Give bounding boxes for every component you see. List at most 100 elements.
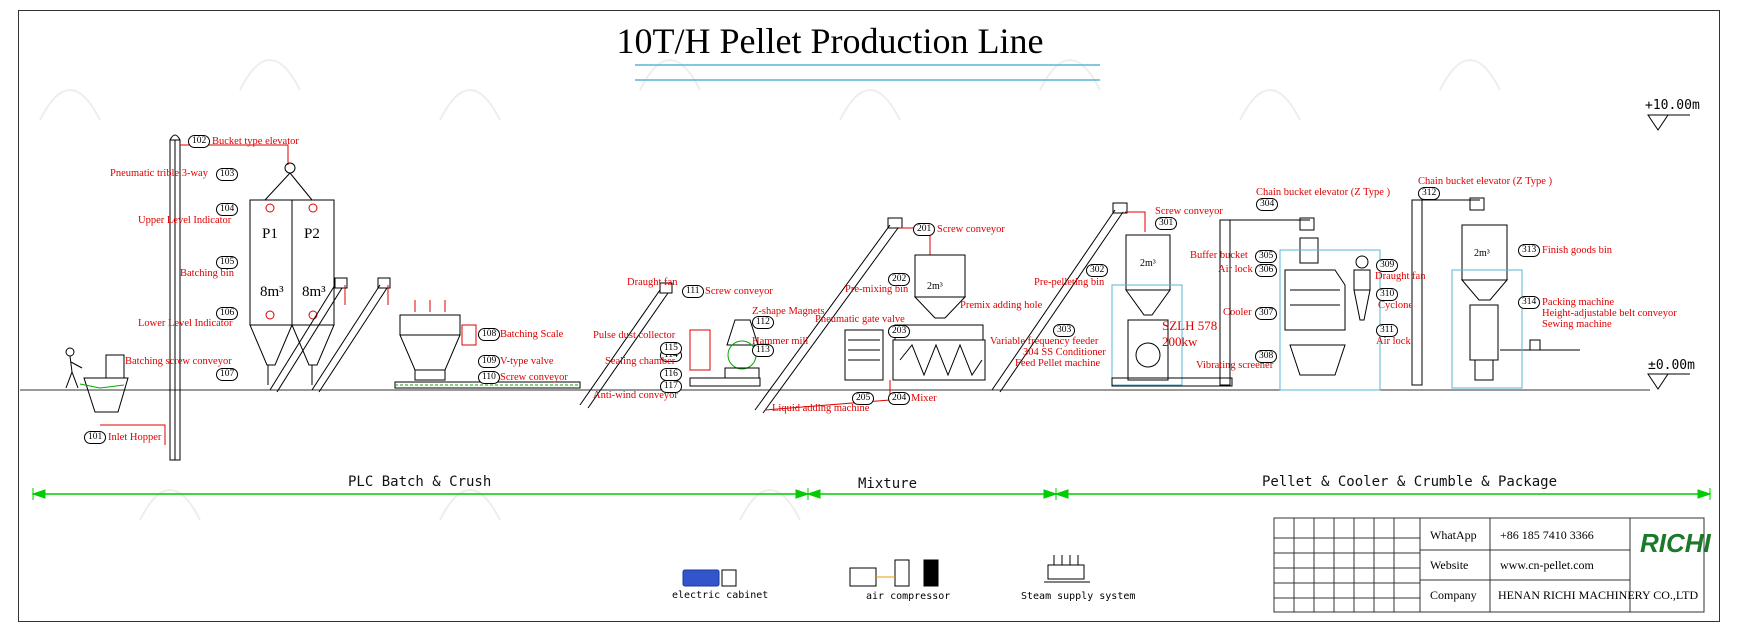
caption-air-compressor: air compressor: [866, 591, 951, 602]
section-plc-batch-crush: PLC Batch & Crush: [348, 474, 492, 490]
finish-goods-bin-313: [1460, 224, 1509, 301]
label-mixer: Mixer: [911, 393, 937, 404]
chain-bucket-elevator-312: [1411, 197, 1485, 386]
screw-conveyor-111: [579, 282, 673, 409]
bucket-elevator-102: [169, 134, 181, 461]
steam-supply-system-icon: [1044, 555, 1090, 583]
label-belt-conveyor: Height-adjustable belt conveyor: [1542, 308, 1677, 319]
company-value: HENAN RICHI MACHINERY CO.,LTD: [1498, 588, 1699, 602]
website-value: www.cn-pellet.com: [1500, 558, 1594, 572]
label-screw-conveyor-111: Screw conveyor: [705, 286, 773, 297]
watermark: [39, 59, 1501, 521]
whatapp-label: WhatApp: [1430, 528, 1477, 542]
steel-structure-packing: [1451, 269, 1523, 389]
label-batching-bin: Batching bin: [180, 268, 234, 279]
inlet-hopper: [79, 354, 129, 413]
label-screw-conveyor-201: Screw conveyor: [937, 224, 1005, 235]
callout-203: 203: [888, 325, 911, 338]
elevation-marker-ground: [1647, 373, 1690, 390]
label-batching-scale: Batching Scale: [500, 329, 564, 340]
vibrating-screener-308: [1289, 344, 1346, 376]
callout-115: 115: [660, 342, 682, 355]
website-label: Website: [1430, 558, 1469, 572]
callout-109: 109: [478, 355, 501, 368]
label-cooler: Cooler: [1223, 307, 1252, 318]
callout-303: 303: [1053, 324, 1076, 337]
screw-conveyor-201: [754, 217, 903, 414]
3-way-valve: [284, 162, 296, 174]
callout-201: 201: [913, 223, 936, 236]
section-pellet-cooler-package: Pellet & Cooler & Crumble & Package: [1262, 474, 1558, 490]
pellet-machine-303: [1127, 319, 1169, 381]
title-block-grid: [1273, 517, 1705, 613]
steel-structure-cooler: [1279, 249, 1381, 391]
label-hammer-mill: Hammer mill: [752, 336, 809, 347]
richi-logo: RICHI: [1640, 528, 1711, 558]
pre-mixing-bin-volume: 2m³: [927, 281, 943, 292]
label-variable-frequency-feeder: Variable frequency feeder: [990, 336, 1099, 347]
label-v-type-valve: V-type valve: [500, 356, 554, 367]
caption-electric-cabinet: electric cabinet: [672, 590, 769, 601]
label-air-lock-306: Air lock: [1218, 264, 1253, 275]
callout-306: 306: [1255, 264, 1278, 277]
label-pre-mixing-bin: Pre-mixing bin: [845, 284, 909, 295]
label-feed-pellet-machine: Feed Pellet machine: [1015, 358, 1101, 369]
bin-p1-volume: 8m³: [260, 284, 284, 300]
callout-104: 104: [216, 203, 239, 216]
chain-bucket-elevator-304: [1219, 217, 1315, 386]
page-title: 10T/H Pellet Production Line: [616, 21, 1044, 61]
section-mixture: Mixture: [858, 476, 918, 492]
callout-311: 311: [1376, 324, 1398, 337]
section-dimension-line: [31, 488, 1712, 500]
label-chain-bucket-elevator-304: Chain bucket elevator (Z Type ): [1256, 187, 1391, 198]
bin-p2: P2: [304, 226, 320, 242]
label-anti-wind-conveyor: Anti-wind conveyor: [593, 390, 678, 401]
elevation-marker-top: [1647, 114, 1690, 131]
label-pre-pelleting-bin: Pre-pelleting bin: [1034, 277, 1105, 288]
callout-107: 107: [216, 368, 239, 381]
label-air-lock-311: Air lock: [1376, 336, 1411, 347]
callout-113: 113: [752, 344, 774, 357]
label-pneumatic-gate-valve: Pneumatic gate valve: [815, 314, 905, 325]
label-buffer-bucket: Buffer bucket: [1190, 250, 1248, 261]
label-sewing-machine: Sewing machine: [1542, 319, 1612, 330]
callout-301: 301: [1155, 217, 1178, 230]
callout-313: 313: [1518, 244, 1541, 257]
pre-pelleting-bin-302: [1125, 234, 1171, 316]
callout-111: 111: [682, 285, 704, 298]
callout-312: 312: [1418, 187, 1441, 200]
callout-307: 307: [1255, 307, 1278, 320]
electric-cabinet-icon: [682, 569, 737, 587]
label-upper-level-indicator: Upper Level Indicator: [138, 215, 232, 226]
pipe-102: [180, 144, 289, 165]
label-screw-conveyor-301: Screw conveyor: [1155, 206, 1223, 217]
label-inlet-hopper: Inlet Hopper: [108, 432, 162, 443]
packing-machine-314: [1469, 304, 1580, 381]
label-chain-bucket-elevator-312: Chain bucket elevator (Z Type ): [1418, 176, 1553, 187]
company-label: Company: [1430, 588, 1477, 602]
caption-steam-supply-system: Steam supply system: [1021, 591, 1136, 602]
hammer-mill-group: [689, 319, 761, 387]
finish-goods-bin-volume: 2m³: [1474, 248, 1490, 259]
elevation-top: +10.00m: [1645, 98, 1700, 113]
pellet-machine-power: 200kw: [1162, 334, 1198, 349]
callout-204: 204: [888, 392, 911, 405]
label-ss-conditioner: 304 SS Conditioner: [1023, 347, 1106, 358]
callout-302: 302: [1086, 264, 1109, 277]
drawing-frame: [18, 10, 1720, 622]
worker-figure: [65, 347, 83, 389]
label-lower-level-indicator: Lower Level Indicator: [138, 318, 233, 329]
label-premix-adding-hole: Premix adding hole: [960, 300, 1043, 311]
bin-p1: P1: [262, 226, 278, 242]
cyclone-310: [1353, 255, 1371, 321]
label-batching-screw-conveyor: Batching screw conveyor: [125, 356, 232, 367]
callout-108: 108: [478, 328, 501, 341]
label-finish-goods-bin: Finish goods bin: [1542, 245, 1613, 256]
batching-scale: [399, 314, 477, 381]
callout-106: 106: [216, 307, 239, 320]
label-cyclone: Cyclone: [1378, 300, 1413, 311]
label-liquid-adding-machine: Liquid adding machine: [772, 403, 870, 414]
callout-102: 102: [188, 135, 211, 148]
callout-309: 309: [1376, 259, 1399, 272]
